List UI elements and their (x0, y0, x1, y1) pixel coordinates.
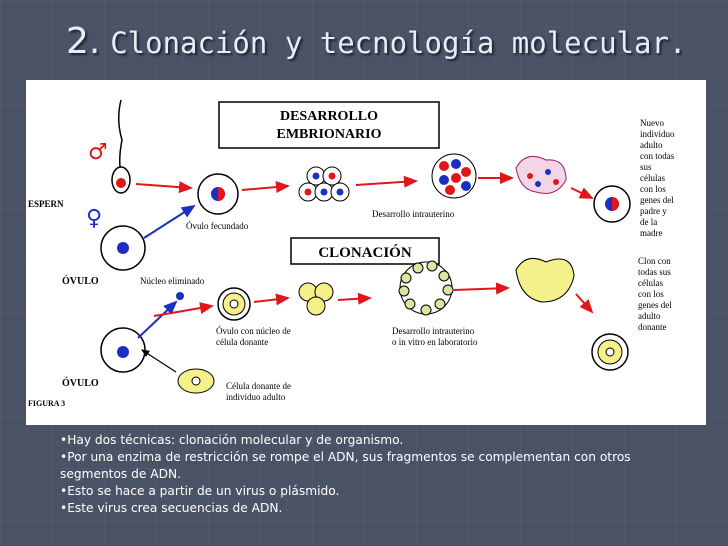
svg-text:células: células (640, 173, 665, 183)
embryo-box-line1: DESARROLLO (280, 109, 378, 124)
label-desarrollo-intrauterino: Desarrollo intrauterino (372, 209, 455, 219)
removed-nucleus-icon (176, 292, 184, 300)
ovum-icon (100, 225, 146, 271)
svg-text:células: células (638, 278, 663, 288)
male-symbol-icon: ♂ (88, 140, 108, 165)
label-celula-donante-1: Célula donante de (226, 381, 291, 391)
morula-icon (431, 153, 477, 199)
embryo-box (218, 101, 440, 149)
label-desarrollo-vitro-2: o in vitro en laboratorio (392, 337, 478, 347)
nuevo-individuo-text: Nuevo individuo adulto con todas sus cél… (640, 118, 675, 238)
label-ovulo-nucleo-1: Óvulo con núcleo de (216, 326, 291, 336)
figure-diagram: DESARROLLO EMBRIONARIO CLONACIÓN ♂ ESPER… (28, 99, 675, 408)
label-esperm: ESPERN (28, 199, 64, 209)
bullet-list: •Hay dos técnicas: clonación molecular y… (60, 432, 700, 517)
label-ovulo-fecundado: Óvulo fecundado (186, 221, 249, 231)
label-figura: FIGURA 3 (28, 399, 65, 408)
figure-panel: DESARROLLO EMBRIONARIO CLONACIÓN ♂ ESPER… (26, 80, 706, 425)
cloning-box-label: CLONACIÓN (318, 244, 412, 261)
label-nucleo-eliminado: Núcleo eliminado (140, 276, 205, 286)
yellow-fetus-icon (515, 257, 575, 303)
label-desarrollo-vitro-1: Desarrollo intrauterino (392, 326, 475, 336)
svg-text:genes del: genes del (640, 195, 674, 205)
svg-text:con los: con los (638, 289, 664, 299)
blastocyst-icon (398, 260, 454, 316)
cloning-box (290, 237, 440, 265)
sperm-icon (111, 99, 131, 194)
egg-donor-nucleus-icon (217, 287, 251, 321)
svg-text:adulto: adulto (638, 311, 661, 321)
svg-text:donante: donante (638, 322, 667, 332)
svg-text:padre y: padre y (640, 206, 667, 216)
svg-text:de la: de la (640, 217, 657, 227)
slide-title: 2. Clonación y tecnología molecular. (66, 22, 706, 63)
bullet-item: •Esto se hace a partir de un virus o plá… (60, 484, 340, 498)
svg-text:con todas: con todas (640, 151, 675, 161)
clon-text: Clon con todas sus células con los genes… (638, 256, 672, 332)
new-individual-icon (593, 185, 631, 223)
female-symbol-icon: ♀ (86, 206, 102, 231)
decorative-watermark (0, 430, 52, 540)
bullet-item: •Hay dos técnicas: clonación molecular y… (60, 433, 404, 447)
embryo-box-line2: EMBRIONARIO (276, 127, 381, 142)
svg-text:sus: sus (640, 162, 652, 172)
title-text: Clonación y tecnología molecular. (110, 26, 687, 60)
embryo-cells-icon (298, 166, 350, 202)
svg-text:adulto: adulto (640, 140, 663, 150)
fertilized-egg-icon (197, 173, 239, 215)
svg-text:individuo: individuo (640, 129, 675, 139)
svg-text:genes del: genes del (638, 300, 672, 310)
label-ovulo-2: ÓVULO (62, 377, 99, 389)
bullet-item: •Este virus crea secuencias de ADN. (60, 501, 283, 515)
ovum-2-icon (100, 327, 146, 373)
fetus-icon (515, 155, 567, 194)
donor-cell-icon (177, 368, 215, 394)
label-ovulo-nucleo-2: célula donante (216, 337, 268, 347)
label-ovulo-1: ÓVULO (62, 275, 99, 287)
svg-text:madre: madre (640, 228, 663, 238)
label-celula-donante-2: individuo adulto (226, 392, 286, 402)
bullet-item: •Por una enzima de restricción se rompe … (60, 450, 631, 481)
yellow-embryo-icon (298, 282, 334, 316)
svg-text:con los: con los (640, 184, 666, 194)
clone-icon (591, 333, 629, 371)
svg-text:Clon con: Clon con (638, 256, 671, 266)
svg-text:Nuevo: Nuevo (640, 118, 664, 128)
title-number: 2. (66, 21, 101, 62)
svg-text:todas sus: todas sus (638, 267, 671, 277)
